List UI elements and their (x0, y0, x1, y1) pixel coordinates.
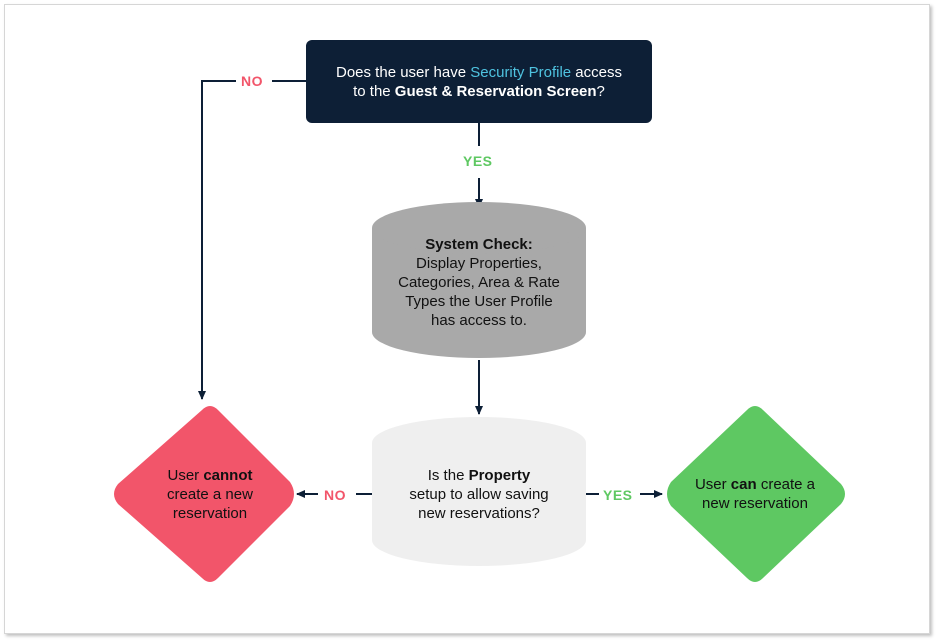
q2-text-a: Is the (427, 466, 469, 484)
cannot-text-a: User (167, 466, 204, 484)
property-question-cylinder (372, 417, 586, 566)
system-check-line2: Categories, Area & Rate (398, 273, 560, 291)
q1-text-c: to the (353, 82, 395, 100)
q1-text-a: Does the user have (336, 63, 471, 81)
label-no-bottom: NO (324, 487, 346, 503)
system-check-line3: Types the User Profile (405, 292, 553, 310)
q1-text-d: ? (596, 82, 605, 100)
q2-bold: Property (468, 466, 531, 484)
q1-highlight: Security Profile (470, 63, 572, 81)
can-text-b: create a (756, 476, 816, 493)
cannot-line3: reservation (172, 504, 248, 522)
label-no-top: NO (241, 73, 263, 89)
outcome-cannot-text: User cannot create a new reservation (130, 464, 290, 524)
q1-bold: Guest & Reservation Screen (394, 82, 597, 100)
q1-text-b: access (571, 63, 622, 81)
q2-line2: setup to allow saving (409, 485, 549, 503)
system-check-line1: Display Properties, (416, 254, 542, 272)
system-check-cylinder (372, 202, 586, 358)
system-check-line4: has access to. (431, 311, 527, 329)
label-yes-top: YES (463, 153, 493, 169)
question-security-profile: Does the user have Security Profile acce… (306, 40, 652, 123)
system-check-title: System Check: (425, 235, 533, 253)
outcome-can-diamond (667, 406, 845, 582)
label-yes-bottom: YES (603, 487, 633, 503)
can-text-a: User (694, 476, 731, 493)
cannot-bold: cannot (203, 466, 253, 484)
q2-line3: new reservations? (418, 504, 540, 522)
can-bold: can (730, 476, 757, 493)
outcome-can-text: User can create a new reservation (672, 474, 838, 514)
property-question-text: Is the Property setup to allow saving ne… (372, 464, 586, 524)
can-line2: new reservation (702, 495, 808, 512)
cannot-line2: create a new (167, 485, 253, 503)
system-check-text: System Check: Display Properties, Catego… (372, 234, 586, 330)
outcome-cannot-diamond (114, 406, 294, 582)
edge-q1-no-down (198, 80, 236, 400)
